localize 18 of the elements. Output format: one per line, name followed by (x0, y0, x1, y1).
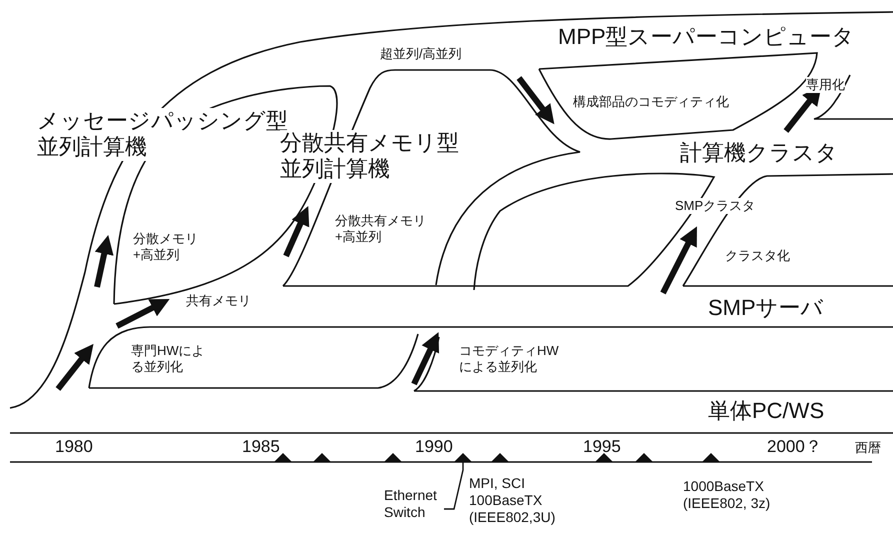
year-label: 1985 (242, 437, 280, 458)
year-label: 2000？ (767, 437, 822, 458)
year-label: 1990 (415, 437, 453, 458)
stream-label: クラスタ化 (725, 248, 790, 264)
stream-label: 専用化 (806, 77, 845, 93)
stream-label: 構成部品のコモディティ化 (573, 94, 729, 110)
stream-label: SMPクラスタ (675, 198, 756, 214)
timeline-marker (454, 453, 472, 462)
event-label: MPI, SCI 100BaseTX (IEEE802,3U) (469, 475, 556, 526)
year-label: 1980 (55, 437, 93, 458)
stream-label: 共有メモリ (186, 293, 251, 309)
stream-label: コモディティHWによる並列化 (459, 343, 560, 374)
event-label: 1000BaseTX (IEEE802, 3z) (683, 478, 772, 512)
year-label: 西暦 (855, 440, 881, 456)
stream-label: 超並列/高並列 (380, 46, 462, 62)
leader-line (444, 462, 464, 510)
event-label: Ethernet Switch (384, 487, 446, 527)
year-label: 1995 (583, 437, 621, 458)
